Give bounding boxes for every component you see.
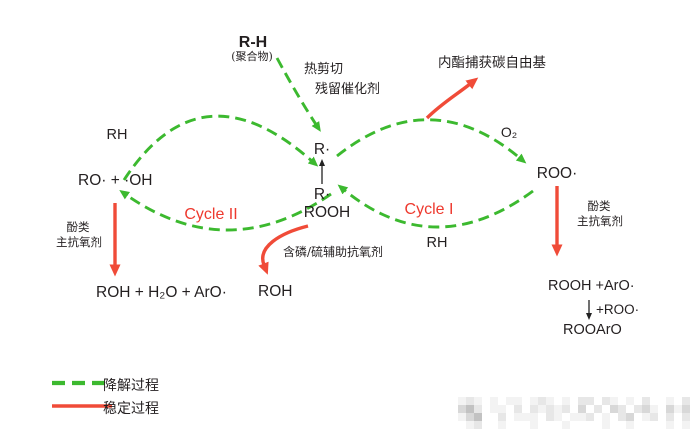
label-thermal-shear: 热剪切 [304, 61, 343, 77]
label-ps-antioxidant: 含磷/硫辅助抗氧剂 [283, 244, 383, 259]
label-phenolic-right-2: 主抗氧剂 [577, 214, 623, 228]
label-cycle1: Cycle I [405, 201, 454, 218]
legend-degradation-label: 降解过程 [103, 378, 159, 394]
watermark-mosaic [458, 397, 690, 429]
cycle1-bottom-arc [337, 184, 534, 229]
label-roh: ROH [258, 283, 292, 300]
label-rooh: ROOH [304, 204, 351, 221]
legend: 降解过程 稳定过程 [52, 378, 159, 417]
label-phenolic-right-1: 酚类 [588, 199, 611, 213]
label-residual-catalyst: 残留催化剂 [315, 82, 380, 97]
cycle1-top-arc [336, 118, 527, 164]
label-phenolic-left-1: 酚类 [67, 220, 90, 234]
cycle2-top-arc [122, 114, 319, 181]
label-r-radical-bottom: R· [314, 186, 330, 203]
label-phenolic-left-2: 主抗氧剂 [56, 235, 102, 249]
cycle2-bottom-arc [119, 189, 332, 232]
label-rh-left: RH [107, 127, 128, 143]
legend-stabilization-label: 稳定过程 [103, 401, 159, 417]
label-polymer-note: (聚合物) [231, 49, 273, 63]
label-ro-oh: RO· + ·OH [78, 172, 153, 189]
label-products-left: ROH + H₂O + ArO· [96, 284, 227, 301]
label-rh-right: RH [427, 235, 448, 251]
label-lactone-capture: 内酯捕获碳自由基 [438, 54, 546, 71]
label-roo: ROO· [537, 165, 577, 182]
arrow-lactone-capture [425, 77, 479, 120]
label-products-right-2: +ROO· [596, 302, 639, 317]
arrow-ps-antioxidant [258, 224, 309, 275]
label-products-right-1: ROOH +ArO· [548, 278, 635, 294]
label-o2: O₂ [501, 124, 517, 140]
label-rh-polymer: R-H [239, 34, 267, 51]
label-cycle2: Cycle II [184, 206, 237, 223]
arrow-polymer-to-radical [275, 57, 321, 132]
label-r-radical-top: R· [314, 141, 330, 158]
label-products-right-3: ROOArO [563, 322, 622, 338]
